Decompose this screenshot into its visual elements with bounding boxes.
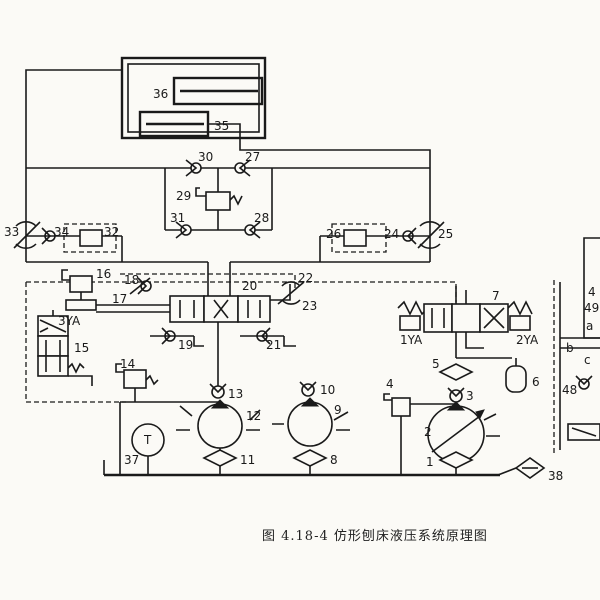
label-b: b xyxy=(566,341,574,355)
relief-valve-14 xyxy=(115,363,218,475)
label-49: 49 xyxy=(584,301,599,315)
label-c: c xyxy=(584,353,591,367)
label-34: 34 xyxy=(54,225,69,239)
label-6: 6 xyxy=(532,375,540,389)
label-1: 1 xyxy=(426,455,434,469)
label-1ya: 1YA xyxy=(400,333,423,347)
label-23: 23 xyxy=(302,299,317,313)
pump-12 xyxy=(176,383,261,475)
left-throttle-group xyxy=(13,221,208,263)
label-4: 4 xyxy=(386,377,394,391)
directional-valve-7 xyxy=(397,290,533,349)
label-26: 26 xyxy=(326,227,341,241)
tank-return-line xyxy=(103,460,500,477)
label-33: 33 xyxy=(4,225,19,239)
label-2: 2 xyxy=(424,425,432,439)
label-15: 15 xyxy=(74,341,89,355)
label-19: 19 xyxy=(178,338,193,352)
label-4-right: 4 xyxy=(588,285,596,299)
label-36: 36 xyxy=(153,87,168,101)
label-10: 10 xyxy=(320,383,335,397)
label-8: 8 xyxy=(330,453,338,467)
variable-pump-2 xyxy=(383,286,527,475)
figure-caption: 图 4.18-4 仿形刨床液压系统原理图 xyxy=(262,529,488,544)
label-a: a xyxy=(586,319,593,333)
throttle-22-23 xyxy=(277,281,305,305)
directional-valve-20 xyxy=(169,262,291,386)
component-labels: 36 35 30 27 29 31 28 33 34 32 26 24 25 1… xyxy=(4,87,599,483)
label-9: 9 xyxy=(334,403,342,417)
label-17: 17 xyxy=(112,292,127,306)
label-37: 37 xyxy=(124,453,139,467)
label-14: 14 xyxy=(120,357,135,371)
label-31: 31 xyxy=(170,211,185,225)
label-32: 32 xyxy=(104,225,119,239)
pump-9 xyxy=(272,381,350,475)
right-partial-unit xyxy=(553,237,600,456)
label-3ya: 3YA xyxy=(58,314,81,328)
label-18: 18 xyxy=(124,273,139,287)
label-21: 21 xyxy=(266,338,281,352)
label-27: 27 xyxy=(245,150,260,164)
cylinder-35-36 xyxy=(120,56,267,140)
label-gauge: T xyxy=(143,433,152,447)
filter-38 xyxy=(497,457,546,479)
label-5: 5 xyxy=(432,357,440,371)
pressure-gauge-37 xyxy=(131,423,165,475)
solenoid-valve-15 xyxy=(37,310,93,386)
right-throttle-group xyxy=(230,221,445,263)
check-valves-19-21 xyxy=(150,327,296,347)
label-11: 11 xyxy=(240,453,255,467)
valve-16-17-18 xyxy=(61,269,170,313)
label-24: 24 xyxy=(384,227,399,241)
label-7: 7 xyxy=(492,289,500,303)
label-20: 20 xyxy=(242,279,257,293)
label-30: 30 xyxy=(198,150,213,164)
label-35: 35 xyxy=(214,119,229,133)
label-38: 38 xyxy=(548,469,563,483)
check-valve-bridge xyxy=(175,159,261,239)
label-48: 48 xyxy=(562,383,577,397)
label-12: 12 xyxy=(246,409,261,423)
label-2ya: 2YA xyxy=(516,333,539,347)
label-29: 29 xyxy=(176,189,191,203)
label-3: 3 xyxy=(466,389,474,403)
label-22: 22 xyxy=(298,271,313,285)
label-13: 13 xyxy=(228,387,243,401)
label-25: 25 xyxy=(438,227,453,241)
label-16: 16 xyxy=(96,267,111,281)
label-28: 28 xyxy=(254,211,269,225)
